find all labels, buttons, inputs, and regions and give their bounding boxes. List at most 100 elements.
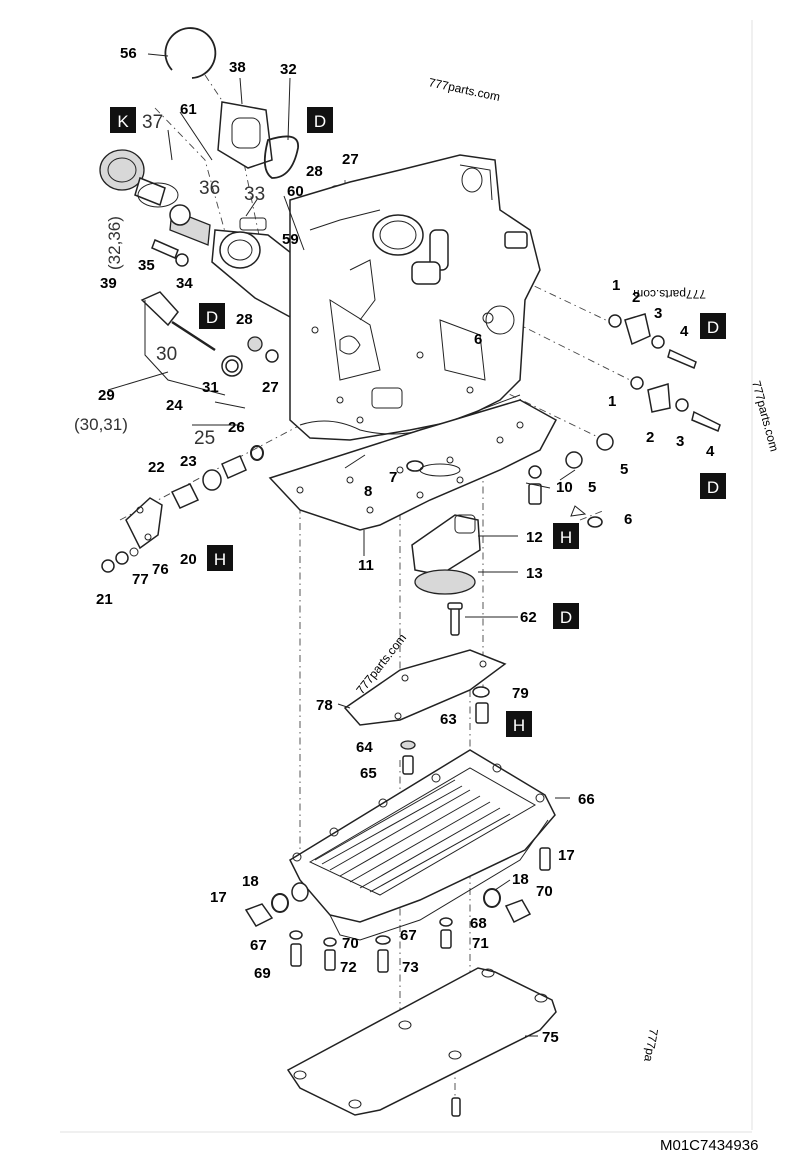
callout-64: 65 (360, 765, 377, 782)
svg-text:H: H (560, 528, 572, 547)
callout-6-housing: 6 (474, 331, 482, 348)
callout-2-lower: 2 (646, 429, 654, 446)
callout-7: 8 (364, 483, 372, 500)
drain-fittings (244, 882, 532, 973)
callout-18-right: 70 (536, 883, 553, 900)
callout-70-right: 67 (400, 927, 417, 944)
watermark-3: 777parts.com (749, 379, 781, 453)
leader-lines (107, 53, 576, 1037)
callout-39: 39 (100, 275, 117, 292)
callout-24: 24 (166, 397, 183, 414)
tag-d-right-lower: D (700, 473, 726, 499)
callout-13: 62 (520, 609, 537, 626)
callout-17-right: 18 (512, 871, 529, 888)
callout-6-right: 6 (624, 511, 632, 528)
tag-d-sensor: D (199, 303, 225, 329)
tag-h-pan: H (506, 711, 532, 737)
callout-33: 33 (244, 184, 265, 205)
callout-27-top: 27 (342, 151, 359, 168)
callout-5-lower: 5 (588, 479, 596, 496)
strainer (411, 514, 481, 636)
callout-72: 73 (402, 959, 419, 976)
callout-4-lower: 4 (706, 443, 715, 460)
callout-5-upper: 5 (620, 461, 628, 478)
svg-text:D: D (314, 112, 326, 131)
main-housing (289, 154, 541, 441)
callout-60: 60 (287, 183, 304, 200)
svg-text:H: H (214, 550, 226, 569)
callout-36: 36 (199, 178, 220, 199)
watermark-5: 777pa (641, 1027, 661, 1063)
svg-text:D: D (560, 608, 572, 627)
callout-62: 78 (316, 697, 333, 714)
callout-30: 30 (156, 344, 177, 365)
tag-h-strainer: H (553, 523, 579, 549)
tag-d-top: D (307, 107, 333, 133)
callouts: 56 38 32 61 37 36 (32,36) 33 28 27 60 35… (74, 45, 715, 1046)
svg-text:K: K (117, 112, 129, 131)
callout-30-31: (30,31) (74, 415, 128, 434)
svg-text:D: D (707, 318, 719, 337)
callout-66: 17 (558, 847, 575, 864)
callout-69: 72 (340, 959, 357, 976)
callout-11: 12 (526, 529, 543, 546)
callout-26: 26 (228, 419, 245, 436)
tag-h-left: H (207, 545, 233, 571)
callout-67-right: 68 (470, 915, 487, 932)
callout-63: 64 (356, 739, 373, 756)
callout-79: 63 (440, 711, 457, 728)
callout-10: 10 (556, 479, 573, 496)
callout-23: 23 (180, 453, 197, 470)
callout-56: 56 (120, 45, 137, 62)
tag-k: K (110, 107, 136, 133)
cover-plate (286, 967, 557, 1117)
callout-1-lower: 1 (608, 393, 616, 410)
callout-21: 21 (96, 591, 113, 608)
svg-text:D: D (206, 308, 218, 327)
callout-71: 69 (254, 965, 271, 982)
callout-38: 38 (229, 59, 246, 76)
right-fittings (528, 313, 721, 528)
callout-12: 13 (526, 565, 543, 582)
callout-22: 22 (148, 459, 165, 476)
gasket-plate (268, 399, 558, 531)
callout-68: 71 (472, 935, 489, 952)
callout-6-gasket: 7 (389, 469, 397, 486)
callout-31: 31 (202, 379, 219, 396)
svg-text:D: D (707, 478, 719, 497)
callout-76: 76 (152, 561, 169, 578)
document-id: M01C7434936 (660, 1137, 758, 1154)
callout-34: 34 (176, 275, 193, 292)
svg-text:H: H (513, 716, 525, 735)
callout-32: 32 (280, 61, 297, 78)
callout-65: 66 (578, 791, 595, 808)
callout-3-upper: 3 (654, 305, 662, 322)
callout-78: 79 (512, 685, 529, 702)
callout-59: 59 (282, 231, 299, 248)
callout-3-lower: 3 (676, 433, 684, 450)
callout-37: 37 (142, 112, 163, 133)
callout-1-upper: 1 (612, 277, 620, 294)
callout-18-left: 17 (210, 889, 227, 906)
callout-67-left: 70 (342, 935, 359, 952)
callout-2-upper: 2 (632, 289, 640, 306)
callout-25: 25 (194, 428, 215, 449)
oil-pan (289, 749, 556, 941)
callout-8: 11 (358, 557, 374, 574)
callout-70-left: 67 (250, 937, 267, 954)
tag-d-bolt: D (553, 603, 579, 629)
callout-29: 29 (98, 387, 115, 404)
callout-35: 35 (138, 257, 155, 274)
filter-cover-group (99, 27, 343, 377)
watermark-1: 777parts.com (427, 75, 501, 104)
callout-17-left: 18 (242, 873, 259, 890)
callout-20: 20 (180, 551, 197, 568)
lower-left-parts (101, 445, 264, 573)
callout-28-mid: 28 (236, 311, 253, 328)
callout-28-top: 28 (306, 163, 323, 180)
callout-77: 77 (132, 571, 149, 588)
callout-73: 75 (542, 1029, 559, 1046)
watermark-2: 777parts.com (633, 287, 706, 301)
callout-4-upper: 4 (680, 323, 689, 340)
